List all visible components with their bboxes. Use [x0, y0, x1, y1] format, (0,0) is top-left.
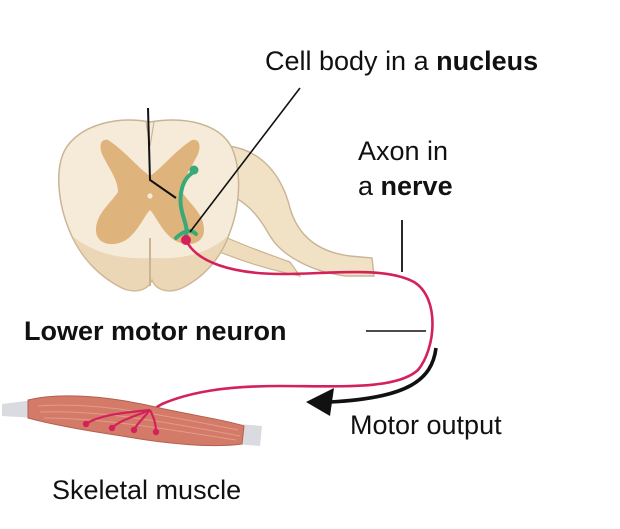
motor-output-arrow-curve [329, 347, 438, 404]
upper-pointer-line [147, 107, 177, 199]
spinal-cord-gray-matter [96, 139, 204, 245]
nucleus-fiber-branch [174, 229, 198, 240]
axon-label-line1: Axon in [358, 136, 449, 166]
central-canal [147, 193, 153, 199]
motor-output-arrowhead [306, 388, 334, 416]
lower-motor-neuron-cell-body [181, 235, 191, 245]
skeletal-muscle-belly [27, 395, 245, 447]
lower-motor-neuron-axon [132, 239, 434, 429]
skeletal-muscle-label: Skeletal muscle [52, 475, 242, 505]
upper-neuron-terminal [189, 165, 199, 175]
spinal-nerve-root [227, 145, 375, 277]
cell-body-label: Cell body in a nucleus [265, 46, 539, 76]
motor-output-label: Motor output [350, 410, 502, 440]
neuromuscular-junctions [82, 420, 160, 436]
ventral-root [209, 231, 302, 277]
axon-label-line2: a nerve [358, 171, 453, 201]
nucleus-fiber [178, 170, 196, 238]
cell-body-pointer [189, 87, 301, 233]
lower-motor-neuron-label: Lower motor neuron [24, 316, 287, 346]
